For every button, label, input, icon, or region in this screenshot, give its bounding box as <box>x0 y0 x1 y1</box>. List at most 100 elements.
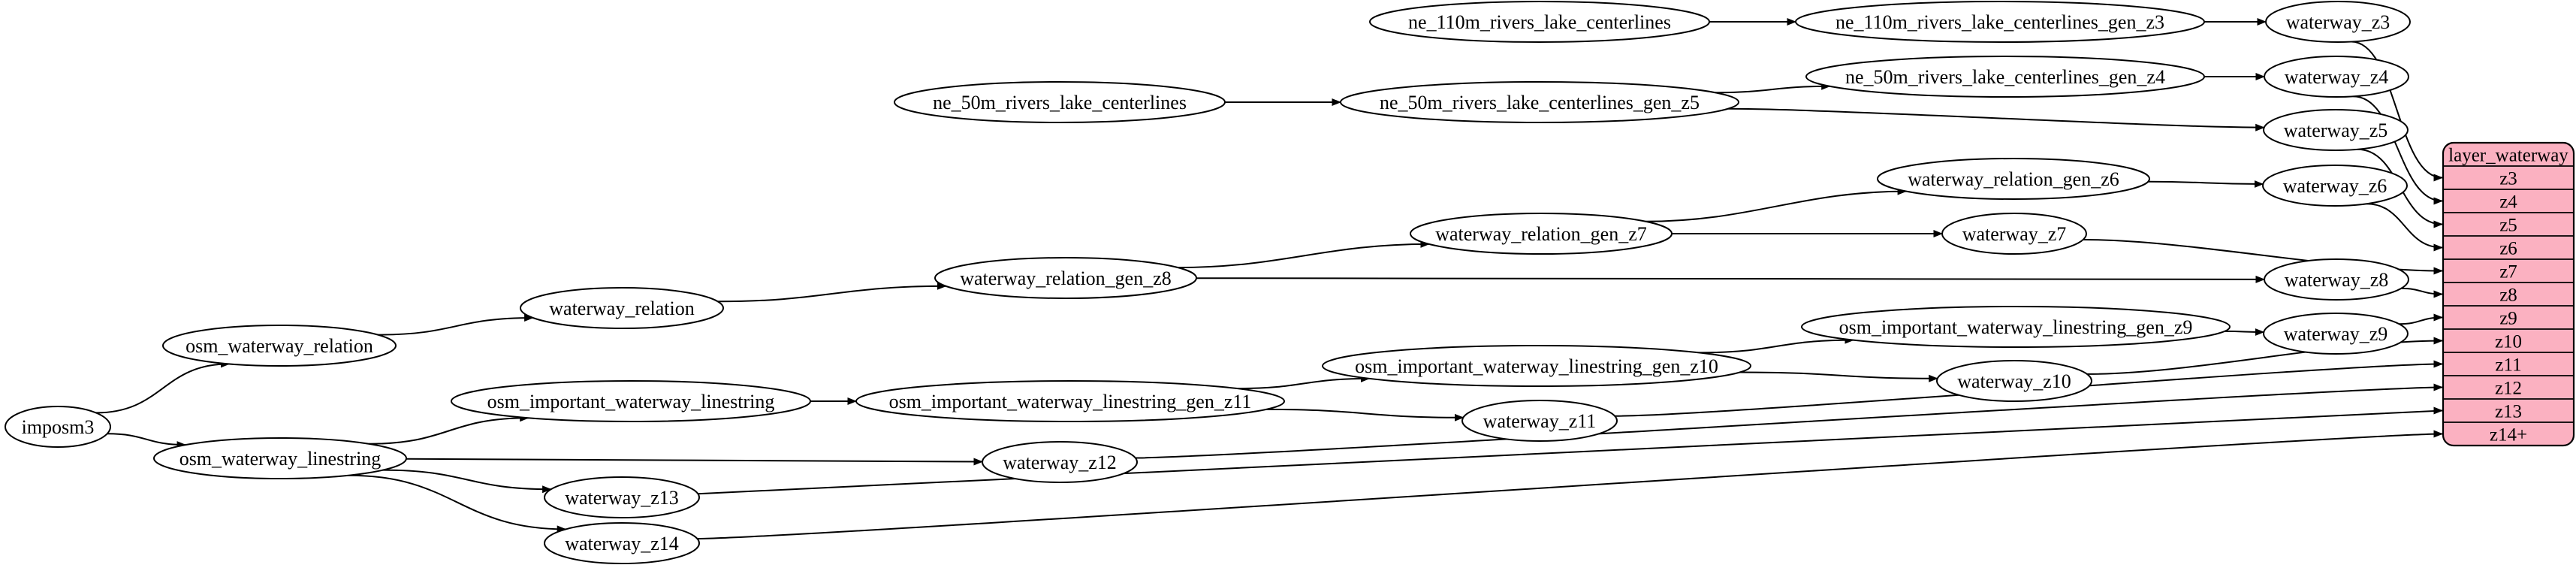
node-waterway_z8: waterway_z8 <box>2264 258 2409 301</box>
node-ellipse-ne_50m_rivers_lake_centerlines <box>894 81 1226 123</box>
node-label-imposm3: imposm3 <box>22 416 95 438</box>
node-waterway_z3: waterway_z3 <box>2265 1 2411 43</box>
node-imposm3: imposm3 <box>5 406 111 448</box>
edge-osm_important_waterway_linestring_gen_z10-to-waterway_z10 <box>1739 371 1938 382</box>
node-waterway_relation_gen_z6: waterway_relation_gen_z6 <box>1877 158 2150 200</box>
node-ellipse-osm_waterway_relation <box>162 325 397 367</box>
node-label-waterway_z3: waterway_z3 <box>2286 11 2390 33</box>
node-ne_50m_rivers_lake_centerlines_gen_z4: ne_50m_rivers_lake_centerlines_gen_z4 <box>1805 56 2205 98</box>
node-ellipse-waterway_z4 <box>2264 56 2409 98</box>
node-ellipse-ne_50m_rivers_lake_centerlines_gen_z5 <box>1340 81 1739 123</box>
node-waterway_z6: waterway_z6 <box>2262 165 2408 207</box>
edge-osm_important_waterway_linestring_gen_z9-to-waterway_z9 <box>2225 328 2265 336</box>
node-waterway_z10: waterway_z10 <box>1936 360 2092 402</box>
edge-waterway_z3-to-row-z3 <box>2351 41 2443 182</box>
node-waterway_relation_gen_z8: waterway_relation_gen_z8 <box>934 257 1197 299</box>
node-label-waterway_relation_gen_z8: waterway_relation_gen_z8 <box>960 267 1172 289</box>
node-label-osm_important_waterway_linestring_gen_z9: osm_important_waterway_linestring_gen_z9 <box>1839 316 2193 338</box>
node-label-osm_waterway_linestring: osm_waterway_linestring <box>179 448 382 470</box>
node-label-waterway_z8: waterway_z8 <box>2285 269 2389 291</box>
edge-osm_waterway_relation-to-waterway_relation <box>378 314 534 336</box>
node-ellipse-osm_important_waterway_linestring <box>451 380 811 422</box>
node-ne_50m_rivers_lake_centerlines_gen_z5: ne_50m_rivers_lake_centerlines_gen_z5 <box>1340 81 1739 123</box>
table-layer-waterway: layer_waterwayz3z4z5z6z7z8z9z10z11z12z13… <box>2442 141 2575 447</box>
table-row-z3: z3 <box>2499 169 2517 189</box>
node-osm_important_waterway_linestring_gen_z9: osm_important_waterway_linestring_gen_z9 <box>1801 306 2231 348</box>
node-osm_waterway_relation: osm_waterway_relation <box>162 325 397 367</box>
edge-imposm3-to-osm_waterway_linestring <box>107 433 187 449</box>
edge-waterway_z9-to-row-z9 <box>2399 313 2443 325</box>
node-ellipse-ne_50m_rivers_lake_centerlines_gen_z4 <box>1805 56 2205 98</box>
edge-waterway_relation_gen_z6-to-waterway_z6 <box>2148 180 2264 188</box>
edge-osm_waterway_linestring-to-osm_important_waterway_linestring <box>368 414 529 445</box>
node-ellipse-waterway_z12 <box>982 441 1138 483</box>
table-row-z5: z5 <box>2499 216 2517 236</box>
table-row-z11: z11 <box>2495 355 2521 376</box>
node-ellipse-waterway_z10 <box>1936 360 2092 402</box>
edge-imposm3-to-osm_waterway_relation <box>95 360 231 414</box>
node-label-waterway_z5: waterway_z5 <box>2284 119 2388 141</box>
edge-waterway_relation_gen_z8-to-waterway_relation_gen_z7 <box>1178 240 1430 269</box>
edge-layer <box>95 18 2443 539</box>
node-ellipse-osm_waterway_linestring <box>153 437 407 479</box>
edge-osm_waterway_linestring-to-waterway_z13 <box>382 469 552 494</box>
node-waterway_z9: waterway_z9 <box>2263 313 2409 355</box>
node-label-waterway_z11: waterway_z11 <box>1483 410 1597 432</box>
node-ellipse-waterway_relation_gen_z7 <box>1410 213 1673 255</box>
edge-osm_waterway_linestring-to-waterway_z14 <box>348 474 567 533</box>
node-waterway_z14: waterway_z14 <box>544 522 700 564</box>
edge-waterway_relation-to-waterway_relation_gen_z8 <box>717 282 947 303</box>
edge-osm_important_waterway_linestring_gen_z11-to-waterway_z11 <box>1265 408 1464 421</box>
node-label-waterway_z12: waterway_z12 <box>1003 452 1117 473</box>
table-frame <box>2442 141 2575 447</box>
node-waterway_z11: waterway_z11 <box>1461 400 1618 442</box>
node-ellipse-waterway_z3 <box>2265 1 2411 43</box>
edge-ne_50m_rivers_lake_centerlines_gen_z5-to-ne_50m_rivers_lake_centerlines_gen_z4 <box>1715 82 1831 94</box>
node-layer: imposm3 osm_waterway_relation osm_waterway… <box>5 1 2411 564</box>
table-row-z6: z6 <box>2499 239 2517 259</box>
node-ellipse-waterway_z8 <box>2264 258 2409 301</box>
node-ne_50m_rivers_lake_centerlines: ne_50m_rivers_lake_centerlines <box>894 81 1226 123</box>
node-label-osm_important_waterway_linestring: osm_important_waterway_linestring <box>487 391 775 412</box>
node-osm_important_waterway_linestring_gen_z10: osm_important_waterway_linestring_gen_z1… <box>1322 345 1751 387</box>
node-label-waterway_relation_gen_z7: waterway_relation_gen_z7 <box>1435 223 1647 245</box>
table-row-z10: z10 <box>2495 332 2522 352</box>
node-osm_waterway_linestring: osm_waterway_linestring <box>153 437 407 479</box>
table-row-z13: z13 <box>2495 402 2522 422</box>
node-label-ne_50m_rivers_lake_centerlines_gen_z4: ne_50m_rivers_lake_centerlines_gen_z4 <box>1845 66 2165 88</box>
node-label-ne_50m_rivers_lake_centerlines: ne_50m_rivers_lake_centerlines <box>933 92 1187 113</box>
node-ellipse-waterway_z11 <box>1461 400 1618 442</box>
node-label-ne_50m_rivers_lake_centerlines_gen_z5: ne_50m_rivers_lake_centerlines_gen_z5 <box>1380 92 1700 113</box>
node-label-waterway_z6: waterway_z6 <box>2283 175 2387 197</box>
node-label-ne_110m_rivers_lake_centerlines_gen_z3: ne_110m_rivers_lake_centerlines_gen_z3 <box>1835 11 2164 33</box>
node-osm_important_waterway_linestring_gen_z11: osm_important_waterway_linestring_gen_z1… <box>855 380 1285 422</box>
node-ellipse-waterway_z7 <box>1941 213 2087 255</box>
edge-waterway_relation_gen_z7-to-waterway_relation_gen_z6 <box>1645 187 1908 222</box>
edge-osm_important_waterway_linestring_gen_z10-to-osm_important_waterway_linestring_gen_z9 <box>1698 336 1854 354</box>
node-label-osm_important_waterway_linestring_gen_z10: osm_important_waterway_linestring_gen_z1… <box>1355 355 1718 377</box>
node-waterway_relation_gen_z7: waterway_relation_gen_z7 <box>1410 213 1673 255</box>
node-label-waterway_relation_gen_z6: waterway_relation_gen_z6 <box>1908 168 2119 190</box>
node-ne_110m_rivers_lake_centerlines_gen_z3: ne_110m_rivers_lake_centerlines_gen_z3 <box>1795 1 2205 43</box>
node-label-waterway_z4: waterway_z4 <box>2285 66 2389 88</box>
node-waterway_z12: waterway_z12 <box>982 441 1138 483</box>
node-label-ne_110m_rivers_lake_centerlines: ne_110m_rivers_lake_centerlines <box>1408 11 1671 33</box>
node-waterway_z4: waterway_z4 <box>2264 56 2409 98</box>
edge-waterway_z12-to-row-z12 <box>1135 383 2443 459</box>
table-row-z8: z8 <box>2499 286 2517 306</box>
edge-waterway_z8-to-row-z8 <box>2401 287 2443 298</box>
node-ellipse-osm_important_waterway_linestring_gen_z11 <box>855 380 1285 422</box>
node-ellipse-osm_important_waterway_linestring_gen_z9 <box>1801 306 2231 348</box>
edge-osm_waterway_linestring-to-waterway_z12 <box>406 458 983 466</box>
node-ellipse-waterway_relation <box>520 287 724 329</box>
node-ellipse-waterway_z14 <box>544 522 700 564</box>
edge-ne_50m_rivers_lake_centerlines_gen_z5-to-waterway_z5 <box>1727 107 2265 131</box>
node-waterway_z13: waterway_z13 <box>544 476 700 518</box>
node-ellipse-imposm3 <box>5 406 111 448</box>
node-ellipse-waterway_relation_gen_z6 <box>1877 158 2150 200</box>
node-label-waterway_z7: waterway_z7 <box>1962 223 2067 245</box>
node-ne_110m_rivers_lake_centerlines: ne_110m_rivers_lake_centerlines <box>1369 1 1710 43</box>
edge-osm_important_waterway_linestring_gen_z11-to-osm_important_waterway_linestring_gen_z10 <box>1237 374 1371 390</box>
